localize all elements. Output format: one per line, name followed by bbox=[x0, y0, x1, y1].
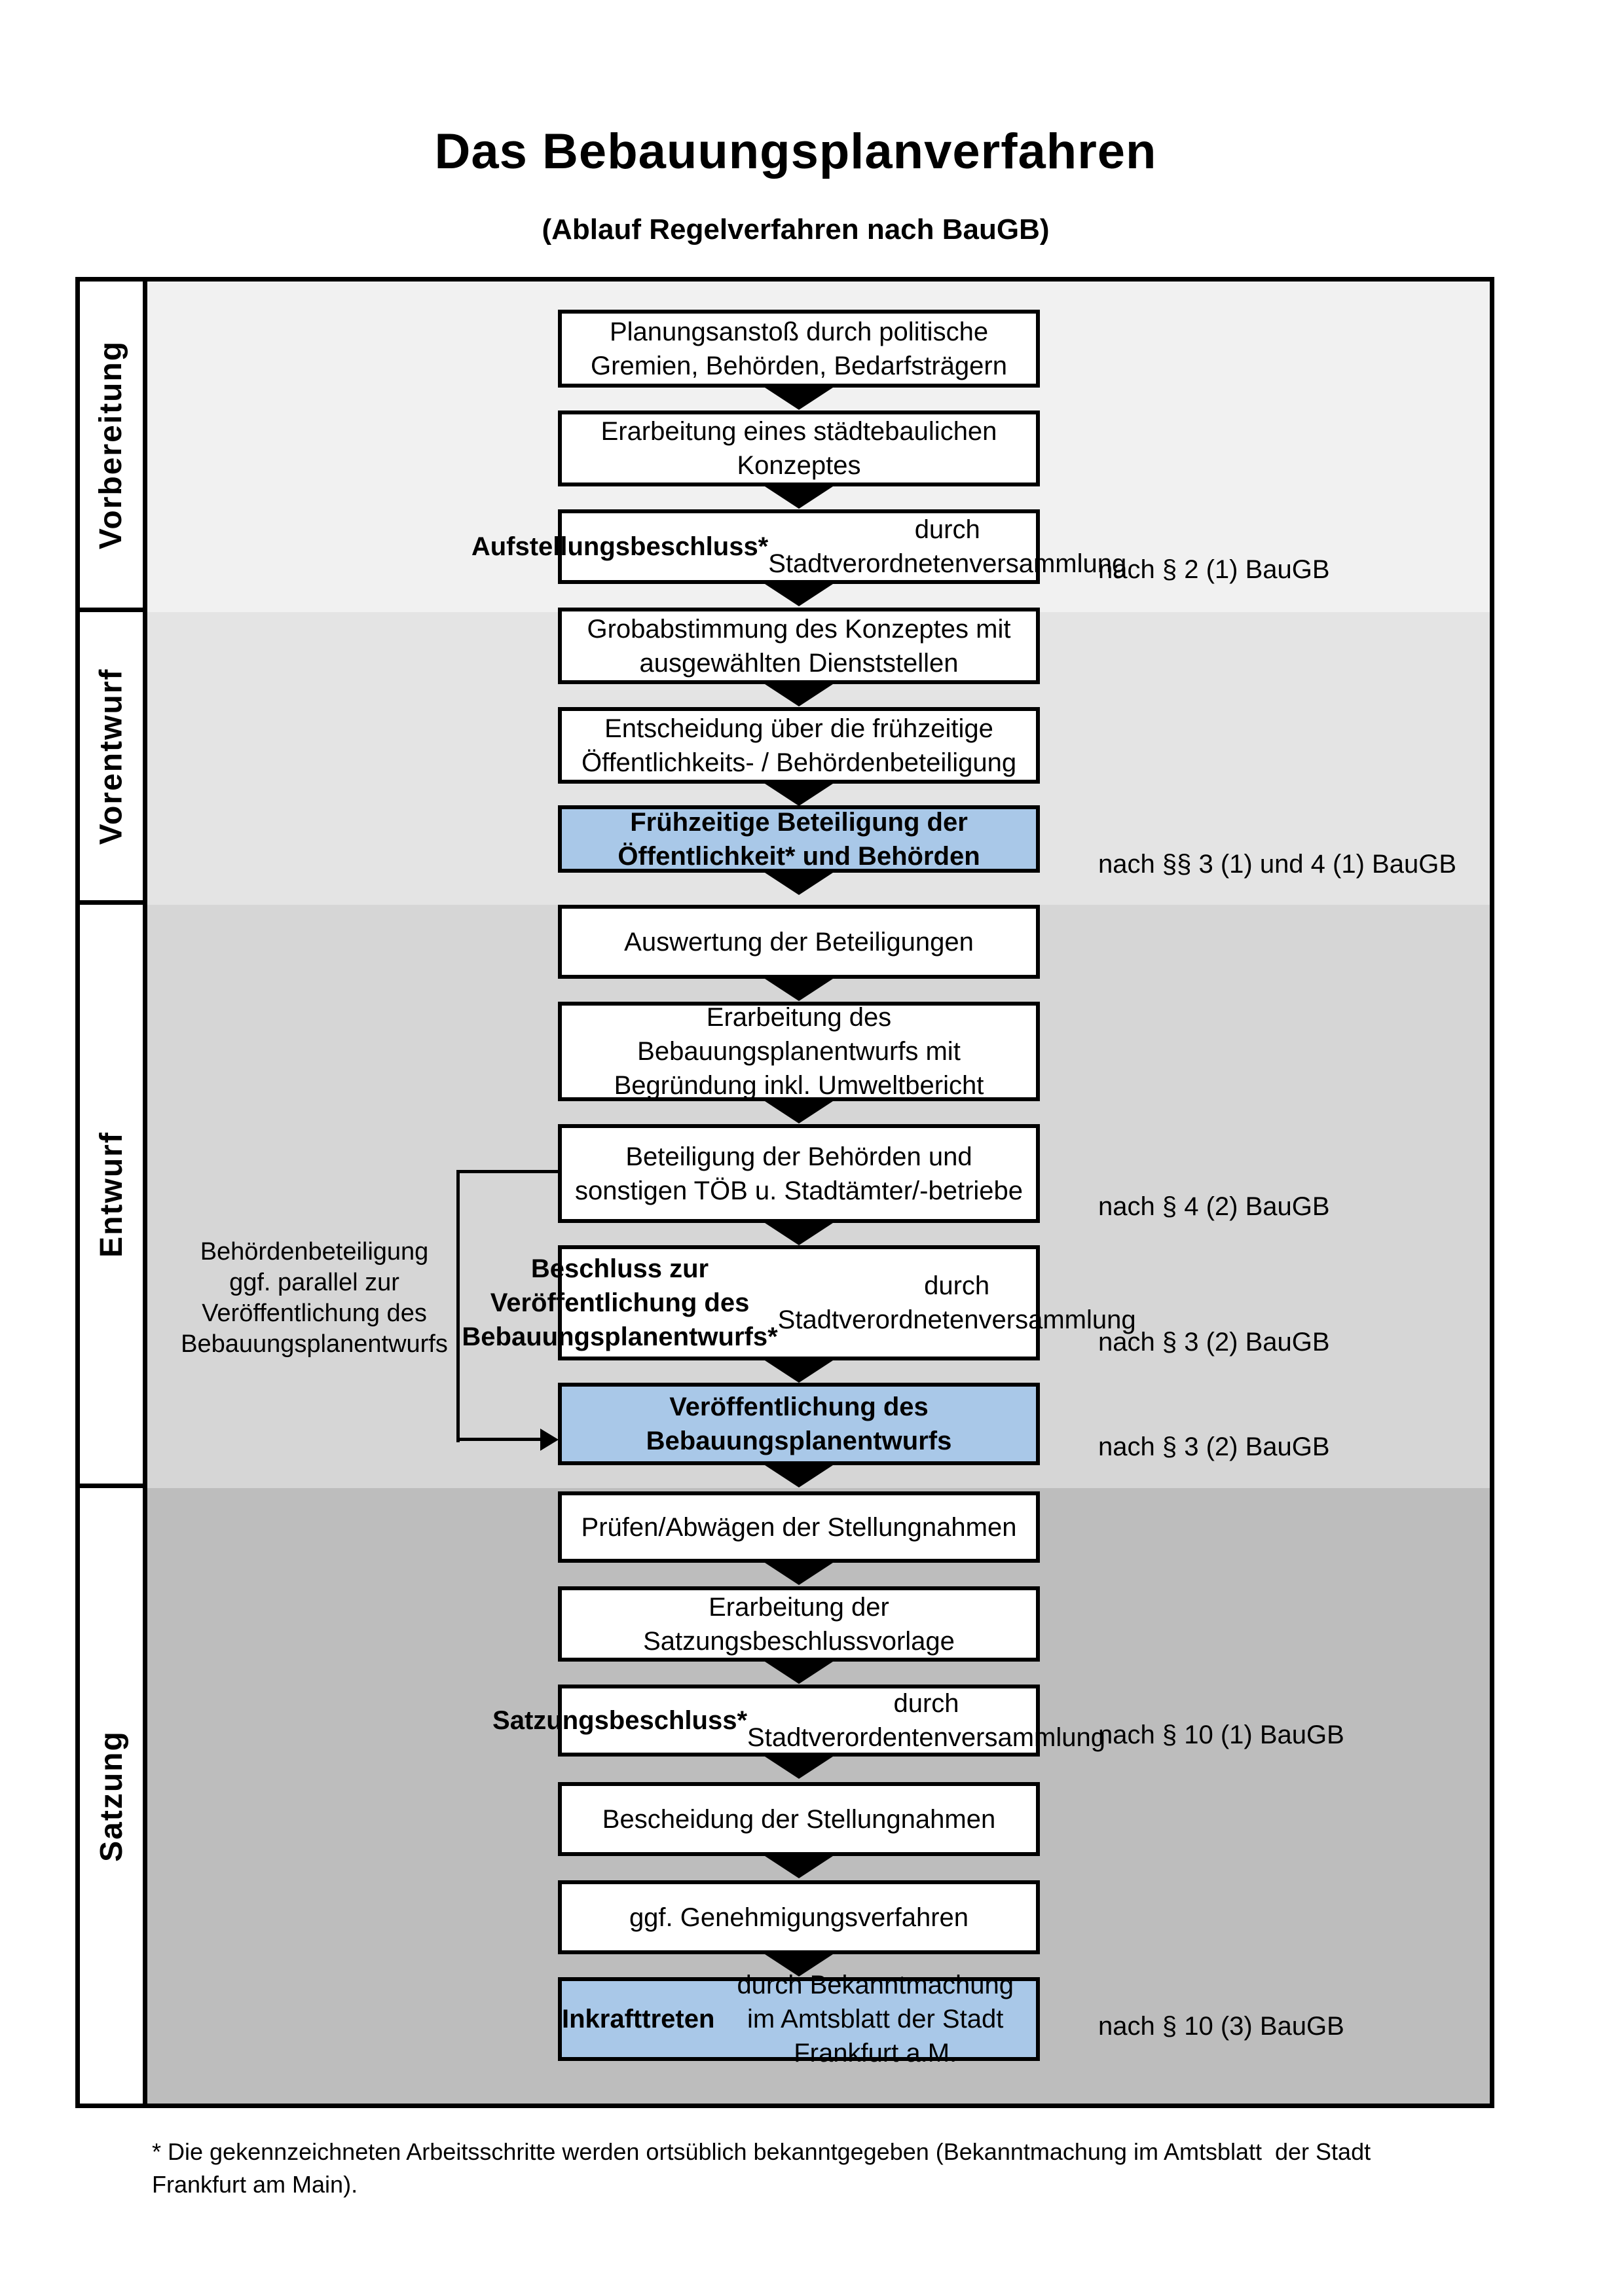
step-satzungsbeschluss: Satzungsbeschluss* durch Stadtverordente… bbox=[492, 1685, 1105, 1757]
legal-ref: nach § 10 (3) BauGB bbox=[1098, 2012, 1344, 2041]
step-auswertung: Auswertung der Beteiligungen bbox=[558, 905, 1040, 979]
flow-arrow-down-icon bbox=[763, 1100, 835, 1123]
phase-label-text: Vorbereitung bbox=[94, 340, 129, 549]
step-veroeffentlichungsbeschluss: Beschluss zur Veröffentlichung des Bebau… bbox=[462, 1245, 1136, 1360]
step-entwurf-erarbeitung: Erarbeitung des Bebauungsplanentwurfs mi… bbox=[558, 1002, 1040, 1101]
step-text-bold: Aufstellungsbeschluss* bbox=[471, 532, 769, 561]
step-text: Beteiligung der Behörden und sonstigen T… bbox=[574, 1142, 1024, 1205]
step-planungsanstoss: Planungsanstoß durch politische Gremien,… bbox=[558, 310, 1040, 388]
parallel-connector-arrowhead-icon bbox=[540, 1429, 559, 1451]
page-title: Das Bebauungsplanverfahren bbox=[434, 124, 1157, 179]
step-text-bold: Frühzeitige Beteiligung der Öffentlichke… bbox=[618, 807, 980, 871]
flow-arrow-down-icon bbox=[763, 782, 835, 806]
step-grobabstimmung: Grobabstimmung des Konzeptes mit ausgewä… bbox=[558, 608, 1040, 684]
parallel-connector-vertical bbox=[456, 1170, 460, 1442]
step-text-bold: Inkrafttreten bbox=[562, 2005, 715, 2033]
step-text: durch Stadtverordnetenversammlung bbox=[777, 1271, 1136, 1334]
phase-label-vorentwurf: Vorentwurf bbox=[80, 612, 147, 905]
parallel-note: Behördenbeteiligung ggf. parallel zur Ve… bbox=[181, 1238, 448, 1358]
flow-arrow-down-icon bbox=[763, 1464, 835, 1487]
flowchart-frame: Vorbereitung Vorentwurf Entwurf Satzung … bbox=[75, 277, 1494, 2108]
flow-arrow-down-icon bbox=[763, 583, 835, 606]
step-text: Erarbeitung eines städtebaulichen Konzep… bbox=[600, 417, 997, 480]
flow-arrow-down-icon bbox=[763, 871, 835, 895]
phase-label-vorbereitung: Vorbereitung bbox=[80, 282, 147, 612]
flow-arrow-down-icon bbox=[763, 1660, 835, 1684]
step-text-bold: Veröffentlichung des Bebauungsplanentwur… bbox=[646, 1393, 952, 1455]
step-pruefen-abwaegen: Prüfen/Abwägen der Stellungnahmen bbox=[558, 1491, 1040, 1563]
step-fruehzeitige-beteiligung: Frühzeitige Beteiligung der Öffentlichke… bbox=[558, 805, 1040, 873]
flow-arrow-down-icon bbox=[763, 1561, 835, 1585]
step-text: ggf. Genehmigungsverfahren bbox=[629, 1903, 969, 1932]
step-text: Auswertung der Beteiligungen bbox=[624, 927, 974, 957]
flow-arrow-down-icon bbox=[763, 1222, 835, 1245]
phase-label-text: Vorentwurf bbox=[94, 668, 129, 845]
legal-ref: nach § 3 (2) BauGB bbox=[1098, 1432, 1330, 1461]
step-text: Prüfen/Abwägen der Stellungnahmen bbox=[581, 1512, 1017, 1542]
step-text: Bescheidung der Stellungnahmen bbox=[602, 1804, 996, 1834]
legal-ref: nach § 4 (2) BauGB bbox=[1098, 1192, 1330, 1221]
parallel-connector-top bbox=[456, 1170, 558, 1173]
phase-label-satzung: Satzung bbox=[80, 1488, 147, 2104]
step-satzungsvorlage: Erarbeitung der Satzungsbeschlussvorlage bbox=[558, 1586, 1040, 1662]
step-konzept-erarbeitung: Erarbeitung eines städtebaulichen Konzep… bbox=[558, 410, 1040, 486]
step-text: durch Bekanntmachung im Amtsblatt der St… bbox=[737, 1971, 1014, 2068]
step-text: Grobabstimmung des Konzeptes mit ausgewä… bbox=[587, 614, 1011, 678]
legal-ref: nach § 3 (2) BauGB bbox=[1098, 1328, 1330, 1357]
step-text: Entscheidung über die frühzeitige Öffent… bbox=[581, 714, 1017, 777]
legal-ref: nach § 10 (1) BauGB bbox=[1098, 1721, 1344, 1749]
flow-arrow-down-icon bbox=[763, 1755, 835, 1779]
step-aufstellungsbeschluss: Aufstellungsbeschluss* durch Stadtverord… bbox=[471, 509, 1126, 584]
step-text: durch Stadtverordentenversammlung bbox=[747, 1689, 1105, 1752]
flow-arrow-down-icon bbox=[763, 1359, 835, 1383]
parallel-connector-bottom bbox=[456, 1438, 542, 1441]
legal-ref: nach §§ 3 (1) und 4 (1) BauGB bbox=[1098, 850, 1456, 879]
step-behoerdenbeteiligung: Beteiligung der Behörden und sonstigen T… bbox=[558, 1124, 1040, 1223]
phase-label-text: Entwurf bbox=[94, 1131, 129, 1258]
flow-arrow-down-icon bbox=[763, 977, 835, 1001]
flow-arrow-down-icon bbox=[763, 485, 835, 509]
legal-ref: nach § 2 (1) BauGB bbox=[1098, 555, 1330, 584]
step-text: Erarbeitung der Satzungsbeschlussvorlage bbox=[643, 1592, 955, 1656]
flow-arrow-down-icon bbox=[763, 1953, 835, 1977]
step-veroeffentlichung: Veröffentlichung des Bebauungsplanentwur… bbox=[558, 1383, 1040, 1465]
step-text-bold: Beschluss zur Veröffentlichung des Bebau… bbox=[462, 1254, 778, 1351]
step-text: Erarbeitung des Bebauungsplanentwurfs mi… bbox=[614, 1003, 984, 1100]
flow-arrow-down-icon bbox=[763, 386, 835, 410]
phase-label-text: Satzung bbox=[94, 1730, 129, 1862]
phase-label-entwurf: Entwurf bbox=[80, 905, 147, 1488]
step-text: Planungsanstoß durch politische Gremien,… bbox=[591, 317, 1007, 380]
page-subtitle: (Ablauf Regelverfahren nach BauGB) bbox=[542, 213, 1050, 246]
step-text-bold: Satzungsbeschluss* bbox=[492, 1706, 748, 1735]
step-bescheidung: Bescheidung der Stellungnahmen bbox=[558, 1782, 1040, 1856]
step-genehmigungsverfahren: ggf. Genehmigungsverfahren bbox=[558, 1880, 1040, 1954]
footnote: * Die gekennzeichneten Arbeitsschritte w… bbox=[152, 2138, 1371, 2198]
step-inkrafttreten: Inkrafttreten durch Bekanntmachung im Am… bbox=[558, 1971, 1040, 2068]
step-text: durch Stadtverordnetenversammlung bbox=[768, 515, 1127, 578]
step-entscheidung-beteiligung: Entscheidung über die frühzeitige Öffent… bbox=[558, 707, 1040, 784]
flow-arrow-down-icon bbox=[763, 1855, 835, 1878]
flow-arrow-down-icon bbox=[763, 683, 835, 706]
